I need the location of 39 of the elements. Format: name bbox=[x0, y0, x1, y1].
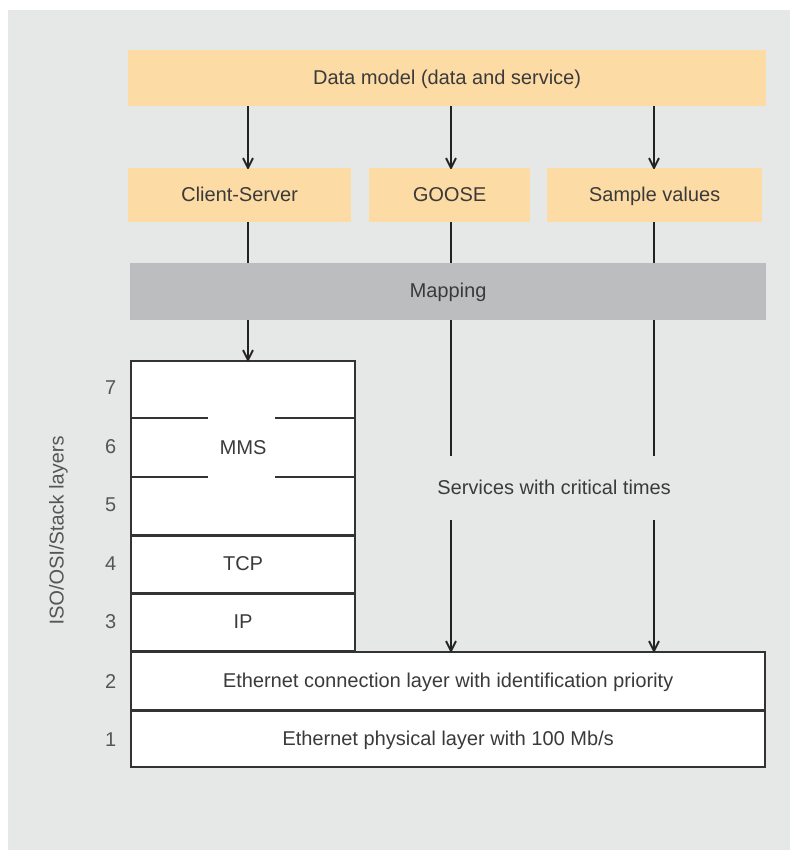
layer-box bbox=[130, 651, 766, 711]
connector-line bbox=[247, 222, 249, 263]
box-label: Data model (data and service) bbox=[313, 66, 581, 90]
box-label: Ethernet connection layer with identification priority bbox=[222, 670, 674, 692]
arrow bbox=[648, 106, 660, 169]
service-box bbox=[547, 168, 762, 222]
layer-number: 2 bbox=[105, 671, 116, 694]
arrow bbox=[242, 106, 254, 169]
arrow bbox=[445, 520, 457, 652]
model-box bbox=[128, 50, 766, 106]
layer-box bbox=[130, 535, 356, 594]
layer-number: 4 bbox=[105, 553, 116, 576]
service-box bbox=[128, 168, 351, 222]
connector-line bbox=[450, 320, 452, 456]
layer-box bbox=[130, 710, 766, 768]
axis-title: ISO/OSI/Stack layers bbox=[46, 436, 70, 624]
box-label: Sample values bbox=[588, 184, 720, 206]
layer-box bbox=[130, 593, 356, 652]
connector-line bbox=[450, 222, 452, 263]
box-label: Client-Server bbox=[181, 184, 298, 206]
box-label: Ethernet physical layer with 100 Mb/s bbox=[282, 728, 614, 750]
layer-number: 3 bbox=[105, 611, 116, 634]
connector-line bbox=[653, 222, 655, 263]
layer-number: 7 bbox=[105, 377, 116, 400]
box-label: MMS bbox=[220, 436, 266, 460]
arrow bbox=[445, 106, 457, 169]
box-label: IP bbox=[234, 611, 252, 634]
box-label: GOOSE bbox=[412, 184, 486, 206]
arrow bbox=[242, 320, 254, 361]
service-box bbox=[369, 168, 530, 222]
mapping-bar bbox=[130, 263, 766, 320]
box-label: Mapping bbox=[410, 280, 486, 303]
layer-number: 5 bbox=[105, 494, 116, 517]
layer-box bbox=[130, 360, 356, 536]
layer-number: 6 bbox=[105, 436, 116, 459]
layer-number: 1 bbox=[105, 729, 116, 752]
arrow bbox=[648, 520, 660, 652]
box-label: TCP bbox=[223, 553, 263, 576]
connector-line bbox=[653, 320, 655, 456]
